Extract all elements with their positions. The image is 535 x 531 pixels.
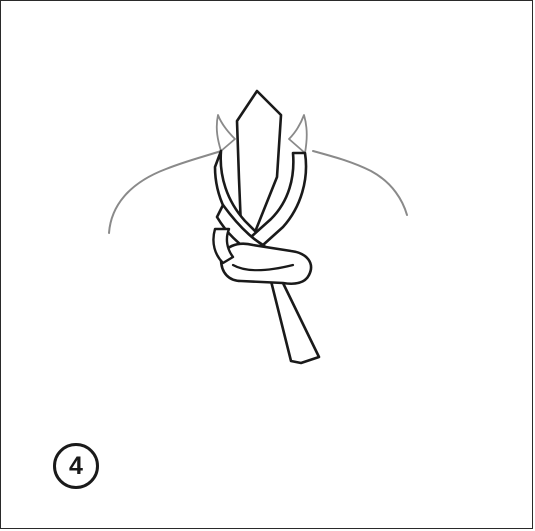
left-shoulder-line (109, 151, 221, 233)
step-number-label: 4 (69, 454, 83, 479)
step-number-badge: 4 (53, 443, 99, 489)
left-collar (217, 115, 235, 151)
right-shoulder-line (313, 151, 407, 215)
tie-narrow-end (269, 273, 319, 363)
right-collar (289, 115, 307, 153)
tie-knot-wrap (221, 244, 311, 284)
